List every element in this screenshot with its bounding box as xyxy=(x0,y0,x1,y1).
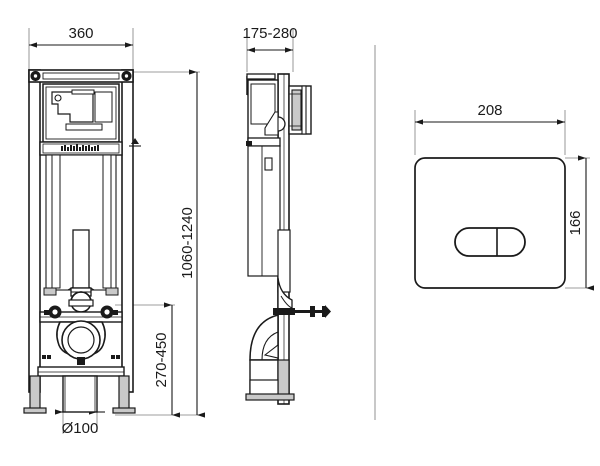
frame-post-right xyxy=(121,69,134,393)
dimension-outlet-diameter: Ø100 xyxy=(55,409,105,437)
side-shoulder-tab xyxy=(246,141,252,146)
flush-bend-top xyxy=(70,291,92,303)
leg-right xyxy=(118,375,130,411)
cistern-top-slot xyxy=(71,89,95,95)
side-outlet-cone xyxy=(263,343,279,359)
drain-outlet-stub xyxy=(62,375,98,413)
fixing-left-a xyxy=(42,355,46,359)
stud-left-bore xyxy=(52,309,58,315)
side-outlet-bowl-inner xyxy=(261,331,279,361)
frame-post-left xyxy=(28,69,41,393)
large-flush-button[interactable] xyxy=(455,228,497,256)
leg-left xyxy=(29,375,41,411)
cistern-inspection-opening xyxy=(51,91,94,123)
fixing-right-a xyxy=(111,355,115,359)
dimension-outlet-height-270-450: 270-450 xyxy=(153,302,180,418)
flush-plate-body xyxy=(414,157,566,289)
dimension-label-diameter-100: Ø100 xyxy=(62,420,99,437)
dimension-label-208: 208 xyxy=(477,102,502,119)
level-mark-icon xyxy=(131,138,139,144)
tank-rib-right xyxy=(102,154,112,289)
side-stud-nut xyxy=(310,306,315,317)
frame-corner-bolts xyxy=(30,70,132,82)
cistern-lower-bracket xyxy=(65,123,103,131)
flush-plate-view: 208 166 xyxy=(414,102,594,291)
side-flush-pipe xyxy=(277,229,291,293)
side-bracket-arm xyxy=(246,73,276,80)
small-flush-button[interactable] xyxy=(497,228,525,256)
dimension-height-1060-1240: 1060-1240 xyxy=(179,69,205,418)
fixing-left-b xyxy=(47,355,51,359)
tank-foot-right xyxy=(105,287,119,296)
flush-bend-clamp xyxy=(68,299,94,307)
stud-right xyxy=(100,305,118,319)
stud-left-tip xyxy=(44,310,49,315)
frame-top-rail-inner xyxy=(42,72,120,80)
stud-right-bore xyxy=(104,309,110,315)
side-leg-lower xyxy=(277,359,290,397)
dimension-label-360: 360 xyxy=(68,25,93,42)
cistern-port-hole xyxy=(54,94,62,102)
side-cistern-inner xyxy=(250,83,276,125)
dimension-depth-175-280: 175-280 xyxy=(242,25,298,53)
side-valve-body xyxy=(264,111,279,136)
tank-foot-left xyxy=(43,287,57,296)
front-view: 360 1060-1240 270-450 Ø100 xyxy=(23,25,205,437)
side-outlet-bowl xyxy=(249,314,279,361)
tank-rib-left xyxy=(51,154,61,289)
front-frame xyxy=(23,69,141,414)
side-tank-fitting xyxy=(264,157,273,171)
dimension-label-166: 166 xyxy=(567,210,584,235)
stud-right-tip xyxy=(113,310,118,315)
side-stud-washer xyxy=(322,306,326,317)
dimension-plate-width-208: 208 xyxy=(415,102,565,125)
dimension-label-270-450: 270-450 xyxy=(153,332,170,387)
side-threaded-stud xyxy=(295,305,331,318)
side-flush-plate-assembly xyxy=(288,85,312,135)
side-support-bar-section xyxy=(273,308,295,315)
dimension-label-175-280: 175-280 xyxy=(242,25,297,42)
fixing-right-b xyxy=(116,355,120,359)
side-fixings xyxy=(42,355,120,359)
side-foot-plate xyxy=(245,393,295,401)
stud-left xyxy=(44,305,62,319)
cistern-valve-compartment xyxy=(94,91,113,123)
outlet-clip xyxy=(77,357,85,365)
brand-logo-icon xyxy=(61,144,99,151)
side-tank-body xyxy=(247,145,281,277)
side-cistern-shoulder xyxy=(247,137,281,147)
frame-legs xyxy=(23,375,136,414)
dual-flush-button-outline[interactable] xyxy=(454,227,526,257)
leg-right-foot xyxy=(112,407,136,414)
dimension-plate-height-166: 166 xyxy=(567,155,594,291)
side-view: 175-280 xyxy=(242,25,331,405)
flush-pipe xyxy=(72,229,90,289)
brand-band xyxy=(39,141,123,156)
side-stud-end-icon xyxy=(325,305,331,318)
dimension-label-1060-1240: 1060-1240 xyxy=(179,207,196,279)
leg-left-foot xyxy=(23,407,47,414)
side-plate-face xyxy=(301,85,307,135)
side-elbow-curve xyxy=(280,295,293,309)
side-plate-mechanism xyxy=(291,89,302,131)
bolt-top-left-hole xyxy=(33,74,38,78)
flush-plate-buttons[interactable] xyxy=(454,227,526,257)
bolt-top-right-hole xyxy=(124,74,129,78)
dimension-width-360: 360 xyxy=(29,25,133,48)
frame-bottom-rail xyxy=(37,366,125,377)
outlet-flange-inner xyxy=(67,326,95,354)
